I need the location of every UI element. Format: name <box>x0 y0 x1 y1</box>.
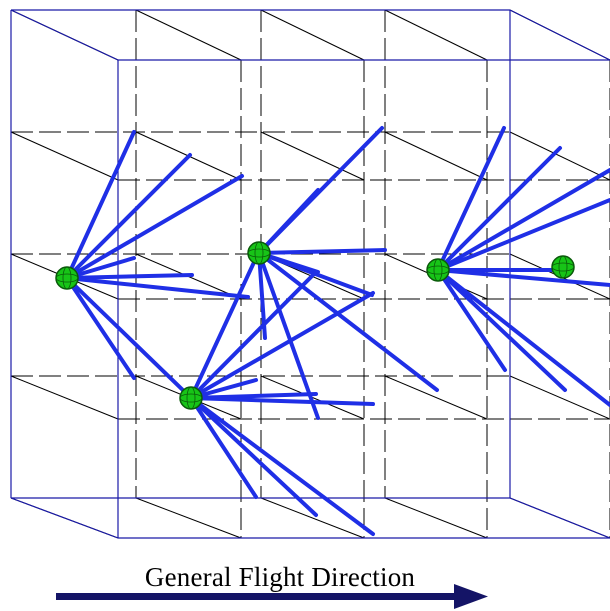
node-sphere <box>247 241 271 265</box>
beam <box>65 174 244 280</box>
node-circle <box>426 258 450 282</box>
beam <box>189 396 258 499</box>
beam <box>436 268 610 407</box>
node-circle <box>551 255 575 279</box>
node-sphere <box>55 266 79 290</box>
beam <box>436 268 507 372</box>
beam <box>436 126 506 272</box>
arrow-shaft <box>56 593 456 600</box>
grid-line <box>384 9 488 61</box>
node-latitude <box>55 273 79 283</box>
beam <box>257 188 320 255</box>
beam <box>257 251 439 392</box>
node-sphere <box>179 386 203 410</box>
node-longitude <box>433 258 443 282</box>
node-longitude <box>254 241 264 265</box>
flight-direction-arrow <box>56 584 488 609</box>
bounding-box <box>10 9 610 539</box>
grid-line <box>260 497 365 539</box>
beam-lines <box>65 126 610 536</box>
beam <box>189 270 318 400</box>
beam <box>189 256 258 400</box>
grid-line <box>260 9 365 61</box>
node-circle <box>55 266 79 290</box>
node-latitude <box>426 265 450 275</box>
grid-line <box>509 375 610 420</box>
beam <box>189 396 375 536</box>
grid-line <box>10 131 119 181</box>
arrow-head <box>454 584 488 609</box>
beam <box>436 146 562 272</box>
beam <box>436 198 610 272</box>
grid-line <box>10 375 119 420</box>
grid-line <box>384 375 488 420</box>
node-latitude <box>179 393 203 403</box>
node-longitude <box>62 266 72 290</box>
beam <box>65 276 192 399</box>
grid-line <box>135 497 242 539</box>
node-circle <box>247 241 271 265</box>
node-sphere <box>426 258 450 282</box>
beam <box>65 153 192 280</box>
box-edge <box>10 497 119 539</box>
nodes <box>55 241 575 410</box>
node-latitude <box>247 248 271 258</box>
box-edge <box>509 497 610 539</box>
beam <box>257 248 387 255</box>
box-edge <box>509 9 610 61</box>
flight-direction-caption: General Flight Direction <box>144 562 416 592</box>
box-edge <box>10 9 119 61</box>
beam <box>257 251 320 420</box>
beam <box>436 268 610 287</box>
beam <box>65 276 250 299</box>
beam <box>436 168 610 272</box>
node-longitude <box>186 386 196 410</box>
grid-line <box>135 9 242 61</box>
grid-line <box>509 131 610 181</box>
node-latitude <box>551 262 575 272</box>
node-circle <box>179 386 203 410</box>
beam <box>189 396 375 406</box>
grid-line <box>384 497 488 539</box>
node-sphere <box>551 255 575 279</box>
grid-line <box>384 131 488 181</box>
beam <box>65 130 136 280</box>
beam <box>189 396 318 517</box>
beam <box>436 268 567 392</box>
grid-line <box>260 131 365 181</box>
node-longitude <box>558 255 568 279</box>
beam <box>65 276 136 380</box>
beam <box>189 291 375 400</box>
beam <box>65 273 194 280</box>
